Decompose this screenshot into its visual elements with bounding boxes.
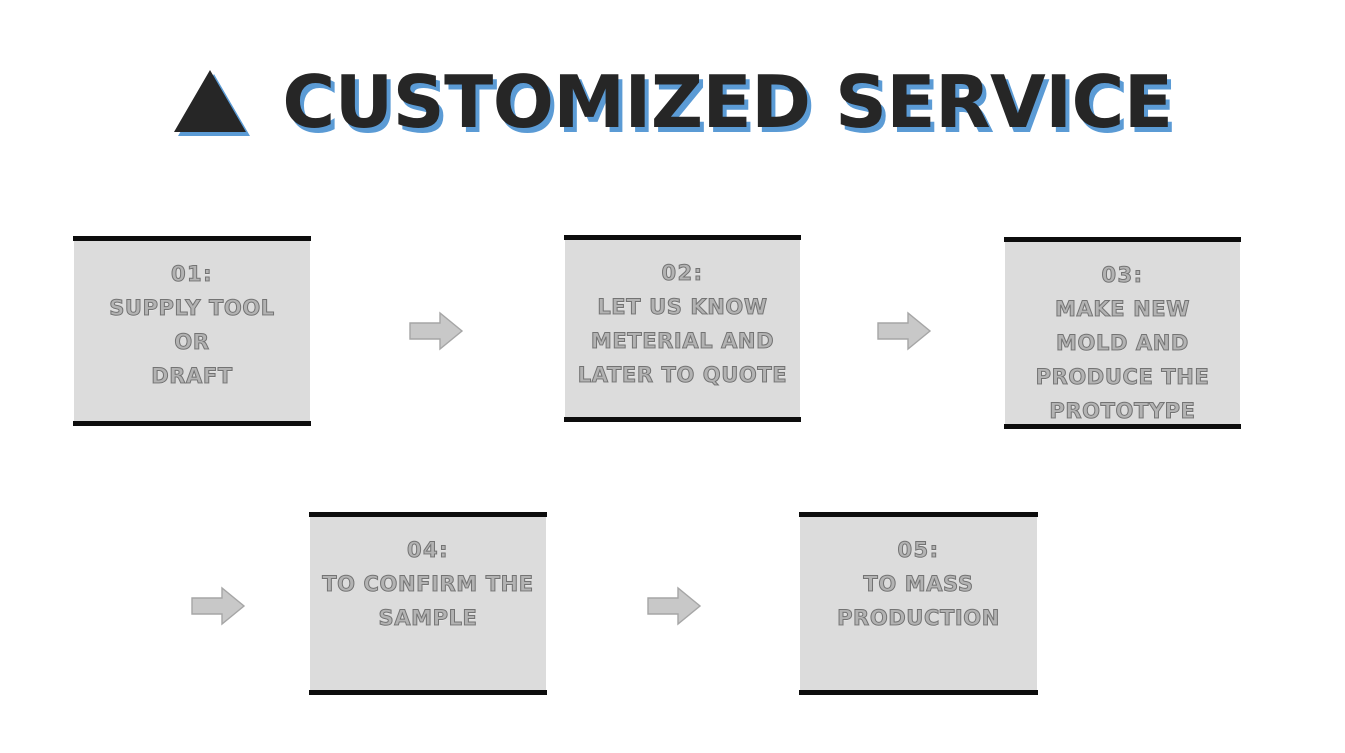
flow-step-05-line-2: PRODUCTION — [837, 606, 1000, 631]
flow-step-01-line-3: DRAFT — [151, 364, 233, 389]
flow-step-04-line-2: SAMPLE — [378, 606, 478, 631]
flow-step-02-line-3: LATER TO QUOTE — [577, 363, 788, 388]
flow-step-01-line-2: OR — [174, 330, 210, 355]
page-title: CUSTOMIZED SERVICE — [282, 60, 1173, 144]
triangle-icon-glyph — [174, 70, 251, 136]
flow-step-05-number: 05: — [897, 537, 940, 562]
arrow-right-icon-glyph — [191, 586, 246, 626]
flow-step-02-line-1: LET US KNOW — [597, 295, 768, 320]
arrow-right-icon-3 — [190, 585, 246, 627]
flow-step-04-number: 04: — [406, 537, 450, 562]
arrow-right-icon-glyph — [877, 311, 932, 351]
flow-step-04-text: 04: TO CONFIRM THE SAMPLE — [310, 533, 546, 635]
flow-step-05[interactable]: 05: TO MASS PRODUCTION — [799, 512, 1038, 695]
flow-step-01-line-1: SUPPLY TOOL — [109, 296, 275, 321]
flow-step-03-line-2: MOLD AND — [1056, 331, 1189, 356]
flow-step-03[interactable]: 03: MAKE NEW MOLD AND PRODUCE THE PROTOT… — [1004, 237, 1241, 429]
flow-step-02[interactable]: 02: LET US KNOW METERIAL AND LATER TO QU… — [564, 235, 801, 422]
flow-step-05-line-1: TO MASS — [863, 572, 974, 597]
arrow-right-icon-glyph — [647, 586, 702, 626]
flow-step-02-number: 02: — [661, 260, 704, 285]
flow-step-04[interactable]: 04: TO CONFIRM THE SAMPLE — [309, 512, 547, 695]
arrow-right-icon-1 — [408, 310, 464, 352]
flow-step-01-text: 01: SUPPLY TOOL OR DRAFT — [74, 257, 310, 393]
flow-step-05-text: 05: TO MASS PRODUCTION — [800, 533, 1037, 635]
flow-step-03-line-3: PRODUCE THE — [1035, 365, 1210, 390]
flow-step-04-line-1: TO CONFIRM THE — [322, 572, 534, 597]
arrow-right-icon-4 — [646, 585, 702, 627]
flow-step-01-number: 01: — [170, 261, 214, 286]
flow-step-03-number: 03: — [1101, 262, 1144, 287]
flow-step-02-line-2: METERIAL AND — [590, 329, 775, 354]
flow-step-02-text: 02: LET US KNOW METERIAL AND LATER TO QU… — [565, 256, 800, 392]
triangle-icon — [172, 66, 254, 138]
flow-step-03-text: 03: MAKE NEW MOLD AND PRODUCE THE PROTOT… — [1005, 258, 1240, 428]
page-header: CUSTOMIZED SERVICE — [0, 52, 1345, 152]
flow-step-03-line-4: PROTOTYPE — [1049, 399, 1196, 424]
arrow-right-icon-glyph — [409, 311, 464, 351]
flow-step-03-line-1: MAKE NEW — [1055, 297, 1190, 322]
arrow-right-icon-2 — [876, 310, 932, 352]
flow-step-01[interactable]: 01: SUPPLY TOOL OR DRAFT — [73, 236, 311, 426]
